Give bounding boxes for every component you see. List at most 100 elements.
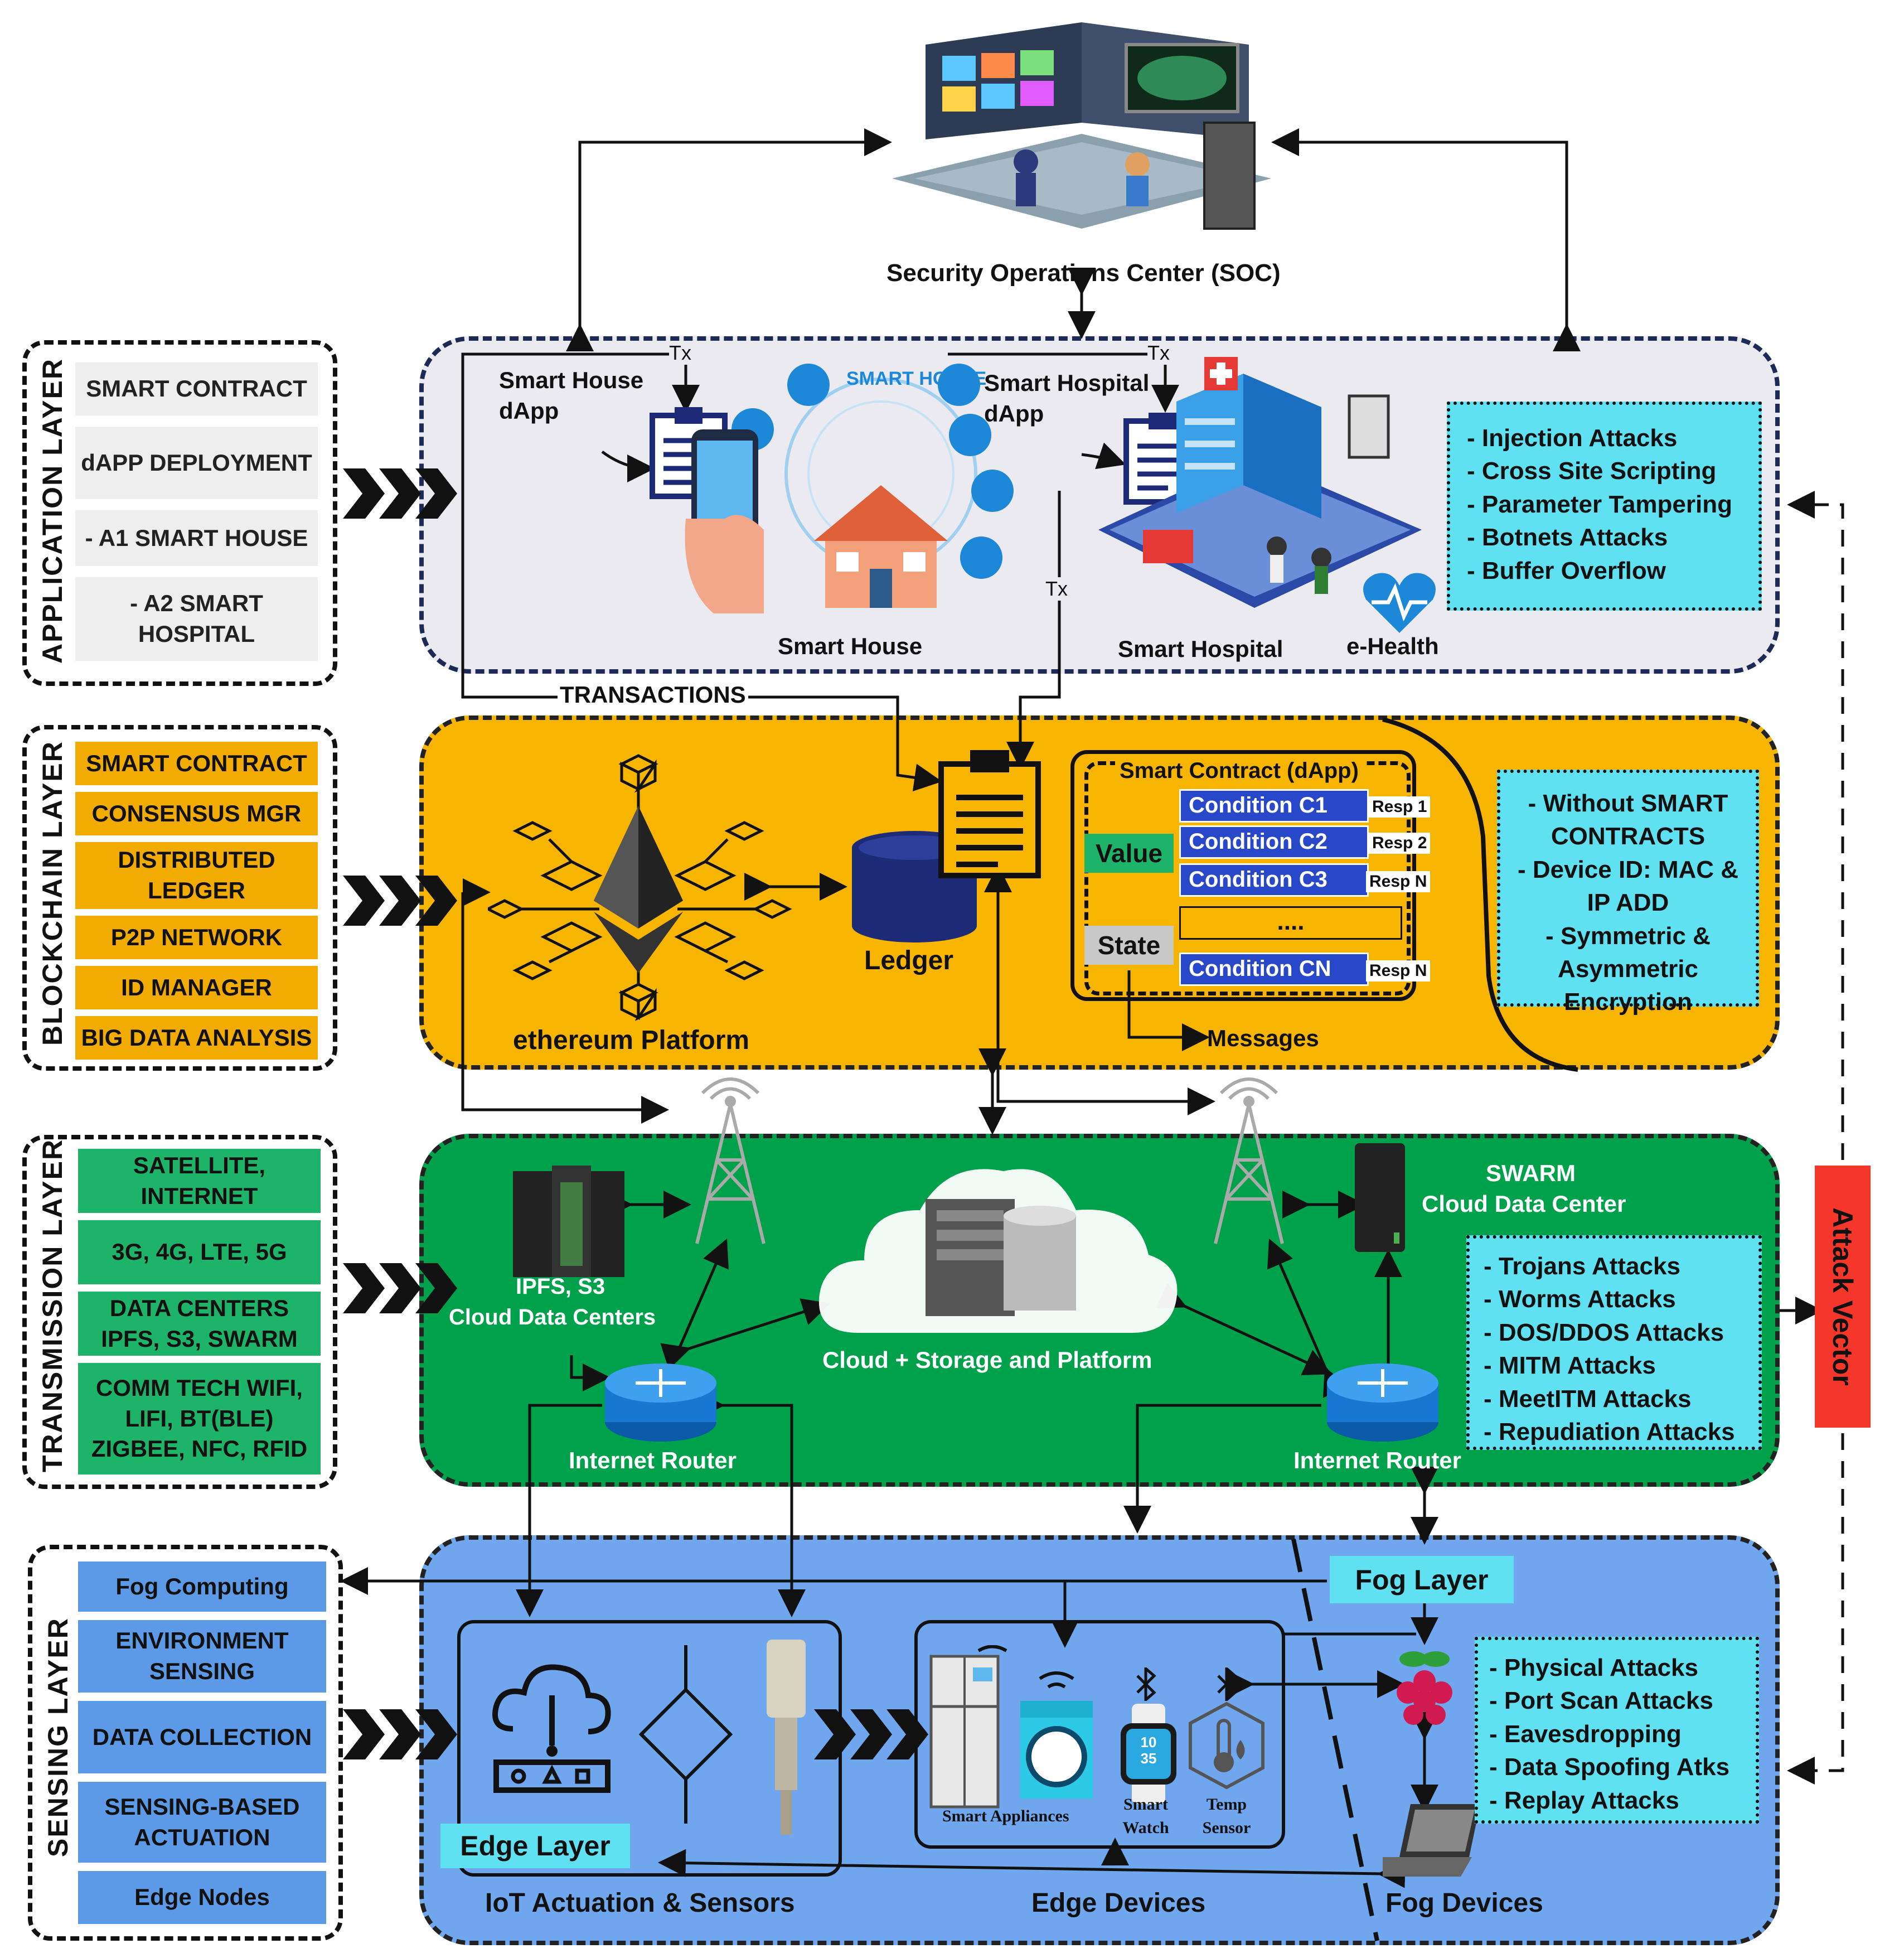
condition-cn: Condition CN bbox=[1179, 953, 1369, 986]
smart-hospital-label: Smart Hospital bbox=[1118, 636, 1283, 662]
chevron-arrows-icon bbox=[343, 468, 457, 519]
attack-item: - Replay Attacks bbox=[1489, 1786, 1679, 1814]
tx-item-comm-tech: COMM TECH WIFI, LIFI, BT(BLE) ZIGBEE, NF… bbox=[78, 1363, 321, 1474]
attack-vector-box: Attack Vector bbox=[1815, 1166, 1871, 1428]
router-label-1: Internet Router bbox=[569, 1447, 737, 1473]
smart-house-illustration: SMART HOUSE bbox=[685, 364, 1014, 613]
clipboard-icon bbox=[938, 750, 1041, 878]
router-icon bbox=[605, 1364, 716, 1442]
smart-house-dapp-label: Smart House dApp bbox=[499, 367, 644, 424]
bluetooth-icon bbox=[1136, 1667, 1156, 1701]
attack-item: - Eavesdropping bbox=[1489, 1720, 1682, 1748]
attack-item: - Port Scan Attacks bbox=[1489, 1687, 1713, 1715]
attack-item: - Botnets Attacks bbox=[1467, 524, 1668, 552]
soc-label: Security Operations Center (SOC) bbox=[886, 259, 1281, 287]
ehealth-label: e-Health bbox=[1346, 633, 1439, 659]
refrigerator-icon bbox=[929, 1645, 1007, 1809]
ledger-label: Ledger bbox=[864, 946, 954, 975]
sensing-layer-title: SENSING LAYER bbox=[42, 1617, 74, 1857]
attack-item: - Symmetric & bbox=[1546, 922, 1711, 950]
smart-hospital-dapp-label: Smart Hospital dApp bbox=[984, 370, 1150, 427]
antenna-tower-icon bbox=[695, 1077, 766, 1244]
iot-sensors-box bbox=[457, 1620, 842, 1877]
heart-icon bbox=[1363, 573, 1436, 633]
attack-item: CONTRACTS bbox=[1551, 823, 1706, 850]
attack-item: - Device ID: MAC & bbox=[1517, 855, 1739, 883]
application-layer-title: APPLICATION LAYER bbox=[37, 358, 68, 664]
condition-c2: Condition C2 bbox=[1179, 825, 1369, 859]
sense-item-actuation: SENSING-BASED ACTUATION bbox=[78, 1782, 326, 1863]
smart-house-brand: SMART HOUSE bbox=[846, 368, 986, 389]
response-1: Resp 1 bbox=[1369, 796, 1431, 818]
attack-item: - Without SMART bbox=[1528, 790, 1728, 817]
tx-label-1: Tx bbox=[669, 341, 691, 365]
blockchain-attacks-box: - Without SMART CONTRACTS - Device ID: M… bbox=[1497, 770, 1759, 1016]
smart-watch-icon bbox=[1121, 1704, 1176, 1804]
attack-item: - Cross Site Scripting bbox=[1467, 457, 1717, 485]
bc-item-big-data-analysis: BIG DATA ANALYSIS bbox=[75, 1016, 318, 1060]
response-n-2: Resp N bbox=[1366, 960, 1431, 982]
smart-hospital-illustration bbox=[1098, 357, 1422, 608]
ipfs-label: IPFS, S3 bbox=[516, 1274, 605, 1299]
tx-label-2: Tx bbox=[1147, 341, 1170, 365]
control-room-icon bbox=[892, 22, 1271, 230]
cloud-upload-icon bbox=[492, 1664, 611, 1793]
bc-item-smart-contract: SMART CONTRACT bbox=[75, 742, 318, 785]
cloud-storage-icon bbox=[818, 1169, 1178, 1333]
value-box: Value bbox=[1084, 834, 1174, 873]
tx-item-cellular: 3G, 4G, LTE, 5G bbox=[78, 1220, 321, 1284]
tx-item-satellite: SATELLITE, INTERNET bbox=[78, 1149, 321, 1213]
transmission-layer-title: TRANSMISSION LAYER bbox=[37, 1138, 68, 1472]
ipfs-sub-label: Cloud Data Centers bbox=[449, 1305, 656, 1329]
chevron-arrows-icon bbox=[343, 1709, 457, 1759]
attack-vector-label: Attack Vector bbox=[1827, 1207, 1858, 1386]
sense-item-data-collection: DATA COLLECTION bbox=[78, 1701, 326, 1773]
attack-item: IP ADD bbox=[1587, 889, 1669, 917]
bc-item-id-manager: ID MANAGER bbox=[75, 966, 318, 1009]
server-rack-icon bbox=[513, 1166, 624, 1277]
ethereum-network-icon bbox=[488, 754, 792, 1021]
blockchain-layer-title: BLOCKCHAIN LAYER bbox=[37, 741, 68, 1046]
attack-item: - Worms Attacks bbox=[1484, 1285, 1676, 1313]
washing-machine-icon bbox=[1020, 1671, 1093, 1799]
bluetooth-icon bbox=[1217, 1667, 1237, 1701]
attack-item: - Trojans Attacks bbox=[1484, 1253, 1680, 1280]
bc-item-consensus-mgr: CONSENSUS MGR bbox=[75, 792, 318, 835]
state-box: State bbox=[1084, 926, 1174, 965]
soc-illustration bbox=[892, 22, 1271, 245]
ethereum-platform-label: ethereum Platform bbox=[513, 1026, 750, 1055]
swarm-label: SWARM bbox=[1486, 1160, 1576, 1186]
attack-item: - DOS/DDOS Attacks bbox=[1484, 1318, 1724, 1346]
edge-layer-badge: Edge Layer bbox=[440, 1824, 630, 1868]
fog-layer-badge: Fog Layer bbox=[1330, 1556, 1514, 1603]
server-tower-icon bbox=[1355, 1143, 1405, 1252]
swarm-sub-label: Cloud Data Center bbox=[1422, 1191, 1626, 1217]
antenna-tower-icon bbox=[1214, 1077, 1284, 1244]
attack-item: Asymmetric bbox=[1558, 955, 1698, 983]
watch-time: 10 35 bbox=[1140, 1734, 1157, 1767]
smart-appliances-label: Smart Appliances bbox=[942, 1807, 1069, 1825]
chevron-arrows-icon bbox=[343, 876, 457, 926]
attack-item: - Buffer Overflow bbox=[1467, 557, 1666, 584]
temp-sensor-label: Temp Sensor bbox=[1202, 1795, 1251, 1837]
app-item-smart-hospital: - A2 SMART HOSPITAL bbox=[75, 577, 318, 661]
attack-item: - Injection Attacks bbox=[1467, 424, 1678, 452]
sense-item-edge-nodes: Edge Nodes bbox=[78, 1871, 326, 1924]
transmission-attacks-box: - Trojans Attacks - Worms Attacks - DOS/… bbox=[1466, 1235, 1762, 1450]
application-attacks-box: - Injection Attacks - Cross Site Scripti… bbox=[1447, 402, 1762, 611]
app-item-smart-house: - A1 SMART HOUSE bbox=[75, 510, 318, 566]
cloud-label: Cloud + Storage and Platform bbox=[822, 1347, 1152, 1373]
condition-ellipsis: .... bbox=[1179, 906, 1402, 940]
smart-contract-title: Smart Contract (dApp) bbox=[1115, 758, 1363, 784]
response-2: Resp 2 bbox=[1369, 833, 1431, 854]
bc-item-p2p-network: P2P NETWORK bbox=[75, 916, 318, 959]
smart-watch-label: Smart Watch bbox=[1122, 1795, 1169, 1837]
attack-item: - Physical Attacks bbox=[1489, 1654, 1698, 1681]
attack-item: - Repudiation Attacks bbox=[1484, 1418, 1735, 1445]
raspberry-pi-icon bbox=[1397, 1651, 1452, 1725]
response-n: Resp N bbox=[1366, 871, 1431, 892]
attack-item: - MITM Attacks bbox=[1484, 1352, 1656, 1380]
sensor-symbol-icon bbox=[638, 1645, 733, 1824]
app-item-dapp-deployment: dAPP DEPLOYMENT bbox=[75, 427, 318, 499]
